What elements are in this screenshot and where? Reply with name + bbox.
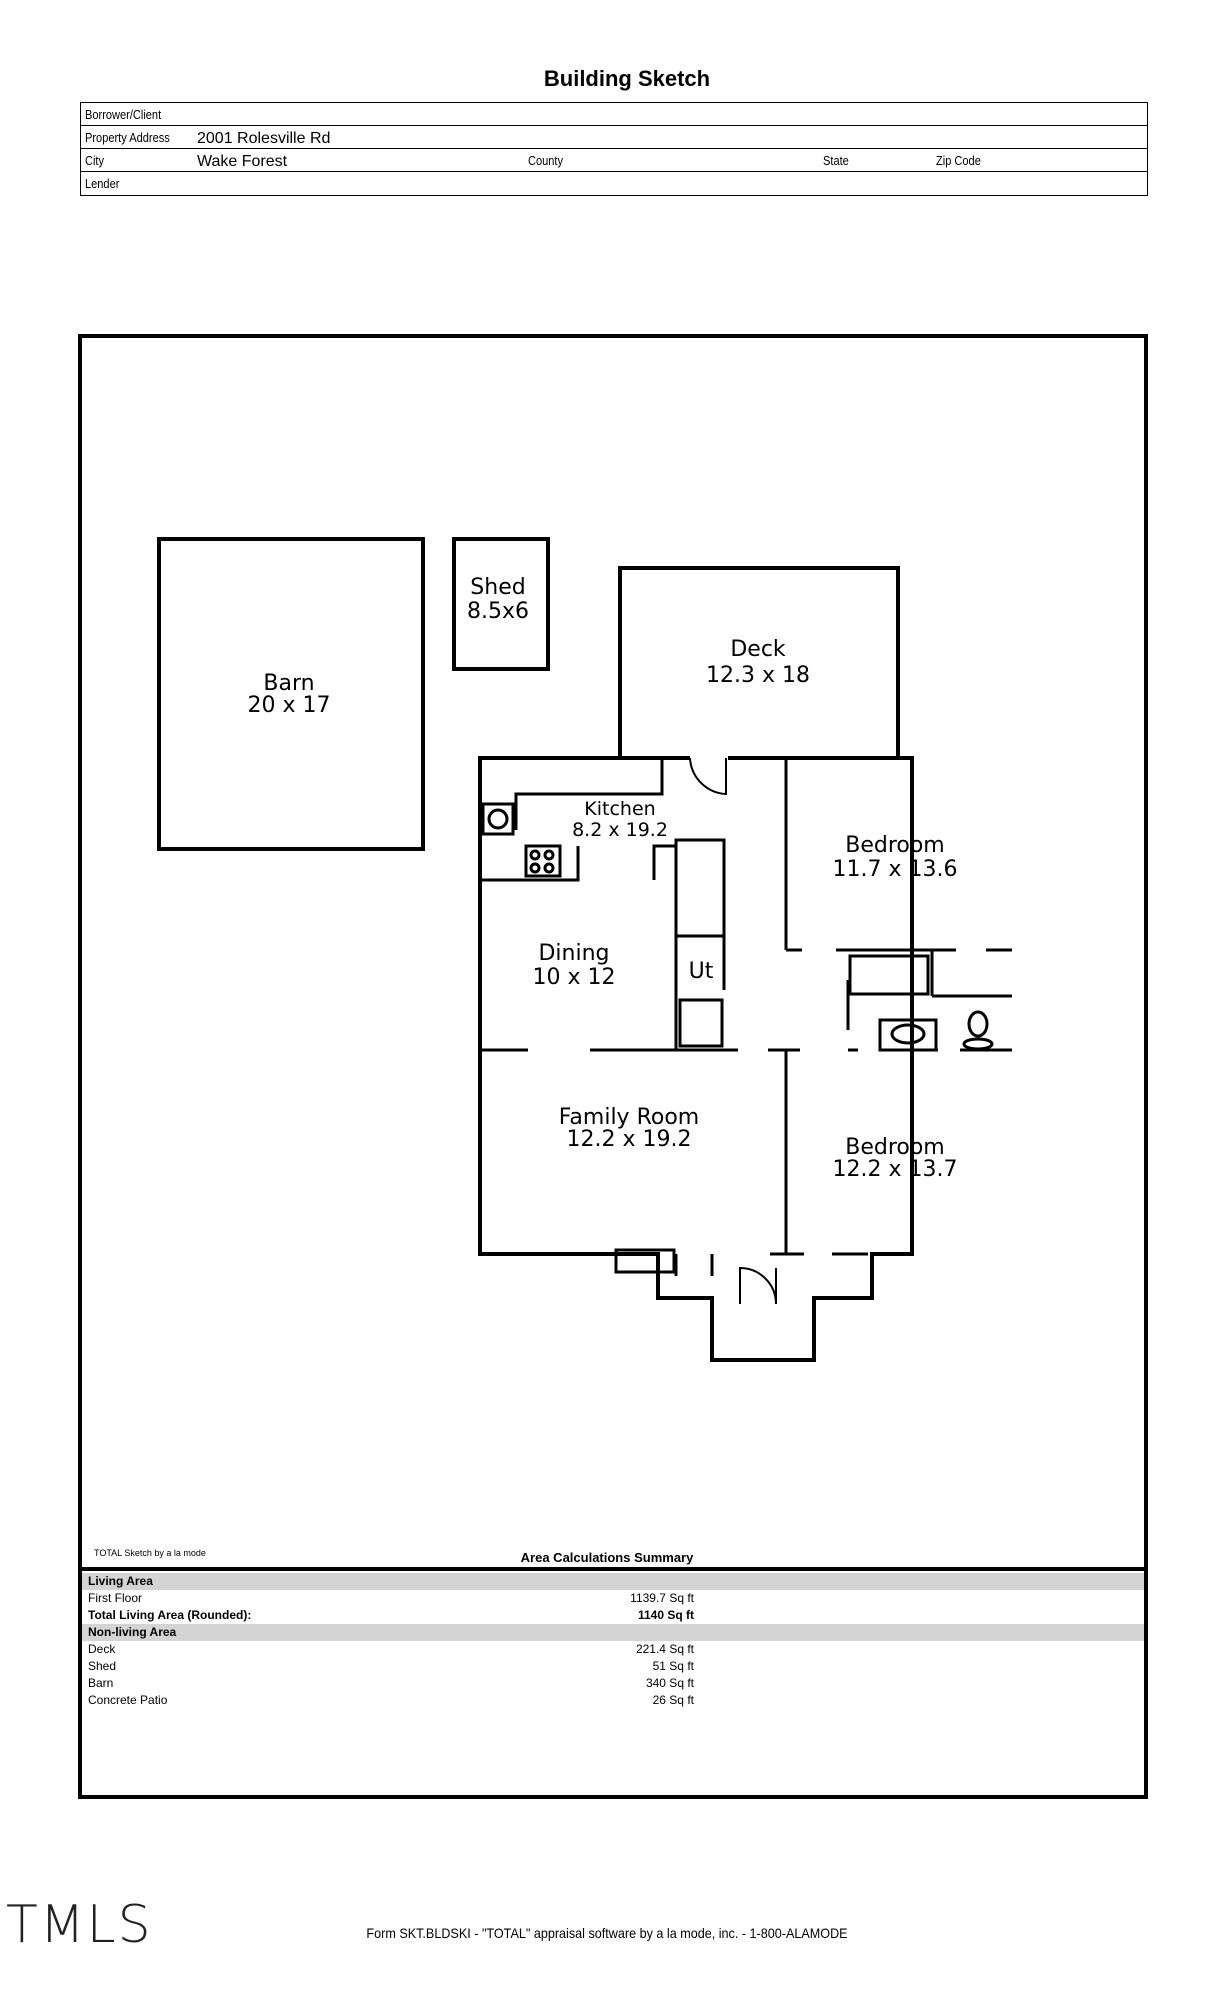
footer-text: Form SKT.BLDSKI - "TOTAL" appraisal soft… [366, 1925, 848, 1941]
sketch-frame [78, 334, 1148, 1799]
front-door-icon [739, 1266, 777, 1305]
living-area-header: Living Area [82, 1573, 1144, 1590]
address-label: Property Address [85, 130, 170, 145]
bathtub-icon [848, 954, 930, 996]
barn-outline [157, 537, 425, 851]
vanity-icon [878, 1018, 938, 1052]
city-value: Wake Forest [197, 153, 288, 170]
living-area-label: Living Area [88, 1574, 153, 1588]
total-living-label: Total Living Area (Rounded): [88, 1608, 252, 1622]
dining-dims: 10 x 12 [533, 965, 616, 990]
toilet-icon [967, 1010, 989, 1038]
page-title: Building Sketch [543, 66, 711, 91]
family-room-name: Family Room [559, 1105, 699, 1130]
address-value: 2001 Rolesville Rd [197, 130, 331, 147]
barn-value: 340 Sq ft [645, 1676, 694, 1690]
deck-name: Deck [730, 637, 786, 662]
area-summary-table: Living Area First Floor 1139.7 Sq ft Tot… [82, 1573, 1144, 1709]
family-room-dims: 12.2 x 19.2 [567, 1127, 692, 1152]
barn-label: Barn [88, 1676, 114, 1690]
house-outline [478, 756, 914, 1362]
burner-icon [543, 849, 555, 861]
kitchen-wall [514, 758, 664, 830]
address-row: Property Address 2001 Rolesville Rd [81, 126, 1147, 149]
shed-dims: 8.5x6 [467, 599, 529, 624]
toilet-tank-icon [962, 1037, 994, 1051]
lender-label: Lender [85, 176, 120, 191]
deck-label: Deck [88, 1642, 116, 1656]
sketch-credit: TOTAL Sketch by a la mode [94, 1548, 206, 1558]
total-living-value: 1140 Sq ft [637, 1608, 694, 1622]
patio-row: Concrete Patio 26 Sq ft [82, 1692, 1144, 1709]
kitchen-name: Kitchen [584, 798, 655, 820]
washer-icon [678, 998, 724, 1048]
property-info-table: Borrower/Client Property Address 2001 Ro… [80, 102, 1148, 196]
city-label: City [85, 153, 105, 168]
deck-dims: 12.3 x 18 [706, 663, 810, 688]
fridge-icon [674, 838, 726, 938]
barn-row: Barn 340 Sq ft [82, 1675, 1144, 1692]
shed-row: Shed 51 Sq ft [82, 1658, 1144, 1675]
deck-value: 221.4 Sq ft [635, 1642, 694, 1656]
first-floor-label: First Floor [88, 1591, 142, 1605]
burner-icon [543, 862, 555, 874]
deck-row: Deck 221.4 Sq ft [82, 1641, 1144, 1658]
zip-label: Zip Code [936, 153, 981, 168]
first-floor-row: First Floor 1139.7 Sq ft [82, 1590, 1144, 1607]
first-floor-value: 1139.7 Sq ft [630, 1591, 694, 1605]
non-living-header: Non-living Area [82, 1624, 1144, 1641]
bedroom2-dims: 12.2 x 13.7 [833, 1157, 958, 1182]
dining-name: Dining [538, 941, 609, 966]
patio-label: Concrete Patio [88, 1693, 168, 1707]
total-living-row: Total Living Area (Rounded): 1140 Sq ft [82, 1607, 1144, 1624]
shed-outline [452, 537, 550, 671]
lender-row: Lender [81, 172, 1147, 195]
burner-icon [529, 849, 541, 861]
bedroom2-name: Bedroom [845, 1135, 945, 1160]
tmls-logo: TMLS [6, 1895, 153, 1955]
fireplace-icon [614, 1248, 676, 1274]
utility-name: Ut [689, 959, 714, 984]
bedroom1-dims: 11.7 x 13.6 [833, 857, 958, 882]
city-row: City Wake Forest County State Zip Code [81, 149, 1147, 172]
county-label: County [528, 153, 564, 168]
shed-name: Shed [470, 575, 525, 600]
burner-icon [529, 862, 541, 874]
kitchen-dims: 8.2 x 19.2 [572, 819, 668, 841]
state-label: State [823, 153, 849, 168]
kitchen-counter [480, 846, 580, 882]
barn-name: Barn [263, 671, 314, 696]
borrower-label: Borrower/Client [85, 107, 162, 122]
deck-outline [618, 566, 900, 758]
deck-door-icon [689, 757, 727, 796]
shed-value: 51 Sq ft [652, 1659, 694, 1673]
summary-title: Area Calculations Summary [520, 1550, 694, 1565]
sink-basin-icon [487, 808, 509, 830]
sink-icon [481, 802, 515, 836]
bedroom1-name: Bedroom [845, 833, 945, 858]
shed-label: Shed [88, 1659, 117, 1673]
kitchen-island [652, 844, 678, 880]
sink-icon [890, 1023, 926, 1045]
borrower-row: Borrower/Client [81, 103, 1147, 126]
barn-dims: 20 x 17 [248, 693, 331, 718]
summary-divider [78, 1567, 1148, 1571]
stove-icon [524, 844, 562, 878]
non-living-label: Non-living Area [88, 1625, 177, 1639]
utility-wall [674, 936, 738, 1052]
patio-value: 26 Sq ft [652, 1693, 694, 1707]
